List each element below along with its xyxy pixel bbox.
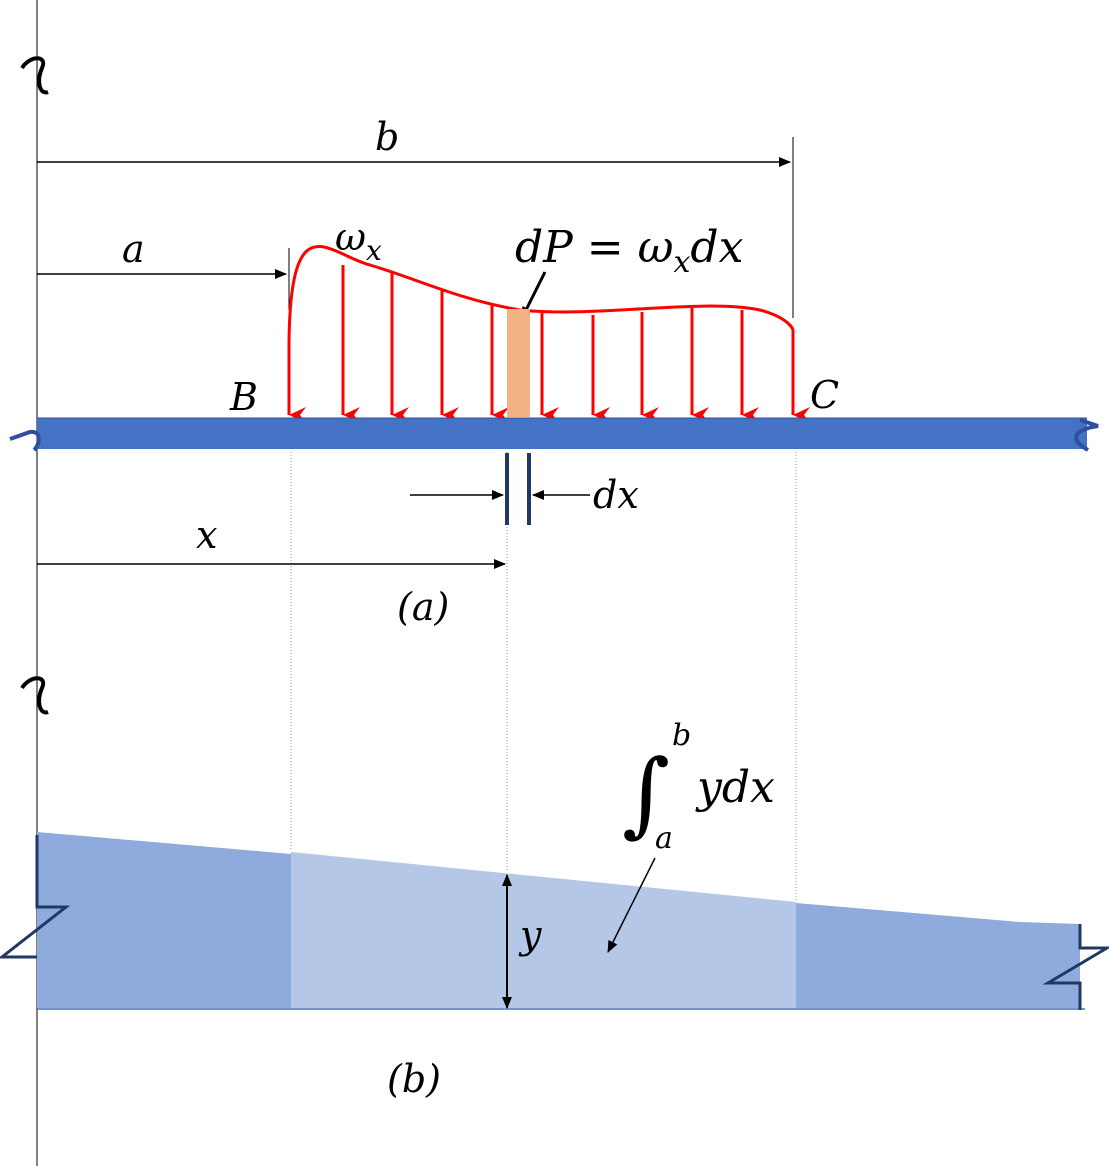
integral-pointer-arrow bbox=[607, 857, 656, 953]
integral-sign: ∫ bbox=[622, 740, 670, 847]
area-right-segment bbox=[796, 903, 1080, 1008]
caption-a: (a) bbox=[397, 585, 449, 629]
label-dx: dx bbox=[593, 473, 639, 517]
caption-b: (b) bbox=[387, 1057, 441, 1101]
label-y: y bbox=[518, 913, 542, 957]
beam-break-right bbox=[1074, 418, 1099, 452]
label-x: x bbox=[196, 513, 217, 557]
label-dp-equation: dP = ωxdx bbox=[515, 222, 744, 280]
area-left-segment bbox=[37, 832, 291, 1008]
load-element-strip bbox=[507, 309, 530, 417]
load-arrows bbox=[287, 265, 810, 423]
label-point-c: C bbox=[810, 373, 839, 417]
area-break-right bbox=[1042, 924, 1109, 1010]
integral-lower-limit: a bbox=[655, 821, 673, 856]
beam-break-left bbox=[9, 429, 41, 452]
load-curve bbox=[287, 245, 795, 346]
break-mark-middle bbox=[20, 676, 49, 715]
label-a: a bbox=[122, 227, 145, 271]
label-omega: ωx bbox=[335, 215, 382, 267]
area-middle-segment bbox=[291, 852, 796, 1008]
label-point-b: B bbox=[229, 375, 258, 419]
beam bbox=[37, 418, 1087, 449]
integral-upper-limit: b bbox=[672, 718, 691, 753]
integral-body: ydx bbox=[695, 762, 775, 813]
area-break-left bbox=[0, 835, 71, 959]
break-mark-top bbox=[20, 56, 49, 95]
label-b: b bbox=[375, 115, 399, 159]
